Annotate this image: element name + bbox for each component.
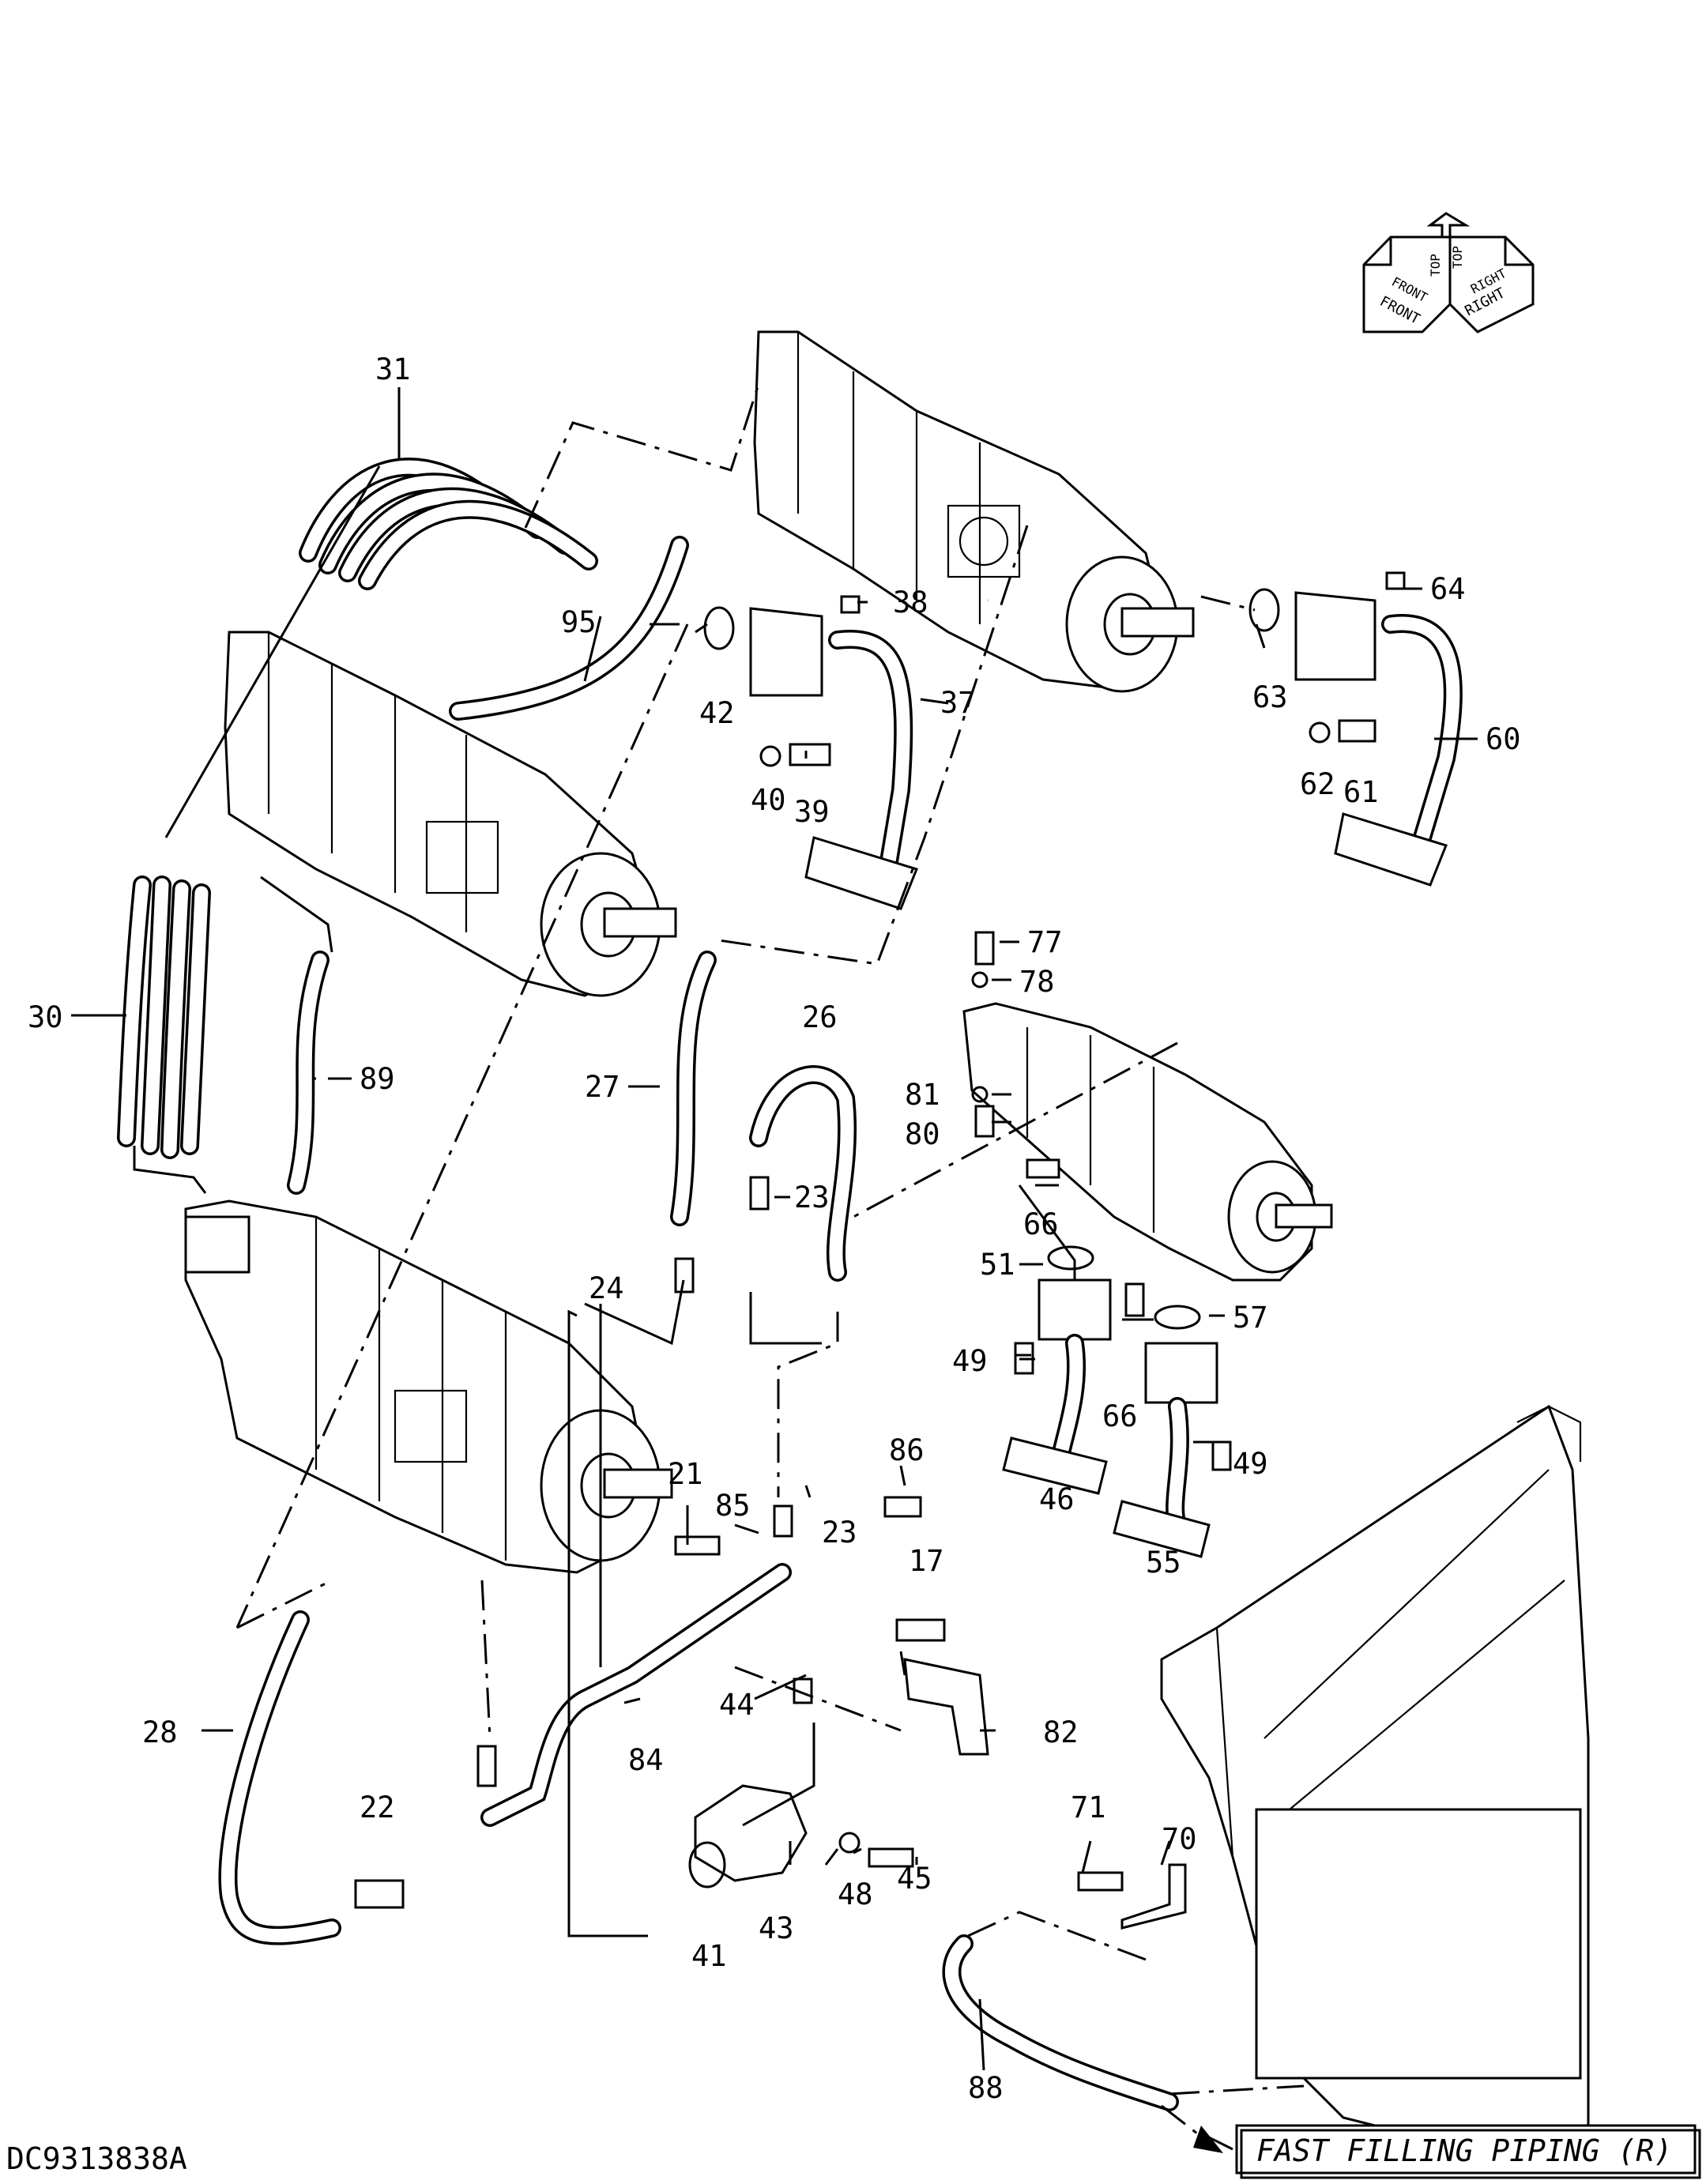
callout-71: 71	[1071, 1791, 1106, 1824]
callout-63: 63	[1252, 680, 1288, 714]
callout-60: 60	[1486, 722, 1521, 756]
bracket-70	[1120, 1863, 1187, 1930]
callout-39: 39	[794, 795, 830, 829]
callout-77: 77	[1027, 925, 1063, 959]
orientation-symbol: FRONT RIGHT TOP FRONT RIGHT TOP	[1362, 212, 1535, 333]
callout-95: 88	[968, 2071, 1004, 2105]
pump-assembly-middle	[224, 631, 677, 997]
callout-43: 43	[759, 1911, 794, 1945]
hose-27	[670, 951, 717, 1226]
callout-61: 61	[1343, 775, 1379, 809]
callout-64: 64	[1430, 572, 1466, 606]
callout-80: 80	[905, 1117, 940, 1151]
callout-89: 95	[561, 605, 597, 639]
fittings	[354, 571, 1406, 1909]
o-ring-63	[1248, 588, 1280, 632]
callout-23a: 23	[794, 1180, 830, 1214]
fast-filling-piping-note: FAST FILLING PIPING (R)	[1235, 2124, 1701, 2179]
washer-46	[838, 1832, 861, 1854]
callout-57: 57	[1233, 1301, 1268, 1335]
callout-37: 37	[940, 686, 976, 720]
hose-95	[942, 1934, 1179, 2111]
orientation-label-top-b: TOP	[1450, 246, 1465, 269]
callout-41: 42	[699, 696, 735, 730]
o-ring-81	[971, 1086, 989, 1103]
reference-code: DC9313838A	[6, 2141, 187, 2176]
callout-38: 38	[893, 586, 928, 619]
callout-48: 46	[1039, 1482, 1075, 1516]
callout-46: 48	[838, 1877, 873, 1911]
hose-set-31	[299, 458, 598, 590]
gasket-42	[688, 1841, 726, 1888]
o-ring-78	[971, 971, 989, 988]
hose-89	[449, 536, 689, 721]
connection-lines	[235, 378, 1305, 2151]
callout-24: 24	[589, 1271, 624, 1305]
callout-42: 41	[691, 1939, 727, 1973]
callout-45: 45	[897, 1862, 932, 1896]
callout-28: 28	[142, 1715, 178, 1749]
o-ring-51	[1047, 1245, 1094, 1271]
callout-82: 82	[1043, 1715, 1079, 1749]
callout-27: 27	[585, 1070, 620, 1104]
washer-40	[759, 745, 781, 767]
pump-assembly-top	[753, 330, 1195, 693]
callout-40: 40	[751, 783, 786, 817]
bracket-82	[903, 1658, 989, 1756]
hose-88	[287, 951, 330, 1195]
orientation-label-top-a: TOP	[1428, 254, 1443, 277]
callout-78: 78	[1019, 965, 1055, 999]
callout-22: 22	[360, 1791, 395, 1824]
tank-outline	[1160, 1404, 1590, 2135]
callout-55: 55	[1146, 1546, 1181, 1580]
callout-66b: 66	[1102, 1399, 1138, 1433]
callout-88: 89	[360, 1062, 395, 1096]
o-ring-57	[1154, 1305, 1201, 1330]
callout-44: 44	[719, 1688, 755, 1722]
washer-62	[1309, 721, 1331, 744]
note-text: FAST FILLING PIPING (R)	[1256, 2133, 1672, 2168]
callout-21: 21	[668, 1457, 703, 1491]
arrow-to-note	[1161, 2104, 1223, 2153]
hose-set-30	[117, 875, 211, 1159]
pump-assembly-lower	[184, 1199, 673, 1574]
pipe-48	[1002, 1278, 1112, 1495]
callout-49a: 49	[952, 1344, 988, 1378]
callout-66a: 66	[1023, 1207, 1059, 1241]
callout-23b: 23	[822, 1516, 857, 1550]
pipe-84	[480, 1563, 792, 1827]
callout-labels: 31 95 42 38 37 40 39 63 64 60 62 61 30 8…	[28, 352, 1521, 2105]
callout-31: 31	[375, 352, 411, 386]
pipe-37	[749, 607, 918, 910]
callout-17: 17	[909, 1544, 944, 1578]
leader-lines	[71, 387, 1478, 2071]
callout-49b: 49	[1233, 1447, 1268, 1481]
hose-28	[218, 1610, 341, 1945]
callout-85: 85	[715, 1489, 751, 1523]
callout-51: 51	[980, 1248, 1015, 1282]
o-ring-41	[703, 606, 735, 650]
callout-70: 70	[1162, 1822, 1197, 1856]
pipe-55	[1113, 1342, 1218, 1558]
callout-81: 81	[905, 1078, 940, 1112]
callout-86: 86	[889, 1433, 925, 1467]
pump-assembly-right	[962, 1002, 1333, 1282]
hose-26	[749, 1065, 857, 1282]
callout-30: 30	[28, 1000, 63, 1034]
callout-62: 62	[1300, 767, 1335, 801]
callout-84: 84	[628, 1743, 664, 1777]
callout-26: 26	[802, 1000, 838, 1034]
